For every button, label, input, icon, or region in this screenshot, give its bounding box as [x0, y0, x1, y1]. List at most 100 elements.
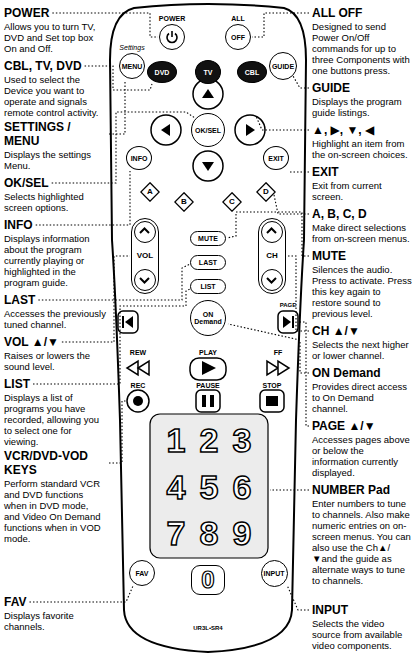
callout-description: Displays information about the program c…: [4, 233, 106, 288]
button-label: CH: [266, 252, 278, 260]
callout-description: Displays the settings Menu.: [4, 149, 106, 171]
button-caption: Settings: [119, 44, 144, 51]
chevron-stroke: [267, 278, 276, 283]
button-ring: MENU: [119, 53, 146, 80]
chevron: [262, 270, 281, 289]
record-key: [127, 390, 149, 412]
callout-description: Provides direct access to On Demand chan…: [312, 381, 412, 414]
arrow-glyph: [202, 89, 214, 98]
leader-line: [287, 585, 309, 610]
last-button: LAST: [190, 255, 226, 270]
button-label: OK/SEL: [195, 127, 221, 134]
callout-heading: GUIDE: [312, 81, 350, 95]
callout-description: Displays favorite channels.: [4, 610, 106, 632]
callout-heading-row: CBL, TV, DVD: [4, 56, 106, 74]
callout: ▲, ▶, ▼, ◀Highlight an item from the on-…: [312, 120, 412, 160]
callout-description: Designed to send Power On/Off commands f…: [312, 21, 412, 76]
number-key: 3: [233, 423, 252, 457]
page-down-key: [278, 311, 298, 333]
pause-glyph: [210, 395, 214, 407]
key-label: STOP: [263, 382, 282, 389]
rocker-key: [261, 269, 283, 291]
rocker-key: [261, 221, 283, 243]
leader-line: [287, 256, 309, 331]
number-key: 7: [167, 516, 186, 550]
button-caption: POWER: [159, 15, 185, 22]
button-label: MENU: [122, 63, 143, 70]
diamond-shape: [257, 183, 275, 201]
callout-heading: LIST: [4, 377, 30, 391]
callout: A, B, C, DMake direct selections from on…: [312, 204, 412, 244]
rocker-key: [134, 269, 156, 291]
fast-forward-key: [278, 361, 289, 375]
callout-description: Used to select the Device you want to op…: [4, 74, 106, 118]
callout-heading-row: INPUT: [312, 600, 412, 618]
callout-heading-row: PAGE ▲/▼: [312, 416, 412, 434]
callout-heading: ON Demand: [312, 366, 381, 380]
callout-heading-row: INFO: [4, 215, 106, 233]
callout: FAVDisplays favorite channels.: [4, 592, 106, 632]
callout-heading-row: MUTE: [312, 246, 412, 264]
exit-button: EXIT: [263, 146, 289, 170]
arrow-glyph: [161, 124, 170, 136]
channel-rocker: CH: [258, 218, 286, 294]
button-label: MUTE: [198, 235, 218, 242]
callout-heading: MUTE: [312, 249, 346, 263]
stop-glyph: [266, 396, 278, 406]
key-label: FF: [274, 349, 283, 356]
callout-heading: VCR/DVD-VOD KEYS: [4, 449, 106, 477]
callout: PAGE ▲/▼Accesses pages above or below th…: [312, 416, 412, 478]
callout: SETTINGS / MENUDisplays the settings Men…: [4, 120, 106, 171]
callout-heading: VOL ▲/▼: [4, 335, 59, 349]
callout-description: Make direct selections from on-screen me…: [312, 222, 412, 244]
button-label: C: [229, 198, 235, 206]
callout-description: Selects the video source from available …: [312, 618, 412, 651]
callout: GUIDEDisplays the program guide listings…: [312, 78, 412, 118]
callout: OK/SELSelects highlighted screen options…: [4, 173, 106, 213]
button-label: CBL: [245, 69, 259, 76]
number-pad-panel: [150, 414, 268, 558]
callout-heading-row: SETTINGS / MENU: [4, 120, 106, 149]
callout-description: Displays the program guide listings.: [312, 96, 412, 118]
callout-heading: LAST: [4, 293, 35, 307]
callout: CH ▲/▼Selects the next higher or lower c…: [312, 321, 412, 361]
leader-line: [109, 401, 126, 463]
callout: LASTAccesses the previously tuned channe…: [4, 290, 106, 330]
rewind-key: [127, 361, 138, 375]
leader-line: [256, 116, 309, 130]
callout-heading: EXIT: [312, 165, 339, 179]
leader-line: [293, 76, 309, 88]
number-key: 8: [200, 516, 219, 550]
callout: LISTDisplays a list of programs you have…: [4, 374, 106, 447]
button-label: OFF: [231, 34, 245, 41]
zero-key: 0: [191, 565, 225, 595]
callout-description: Highlight an item from the on-screen cho…: [312, 138, 412, 160]
callout-heading: INPUT: [312, 603, 348, 617]
button-label: INFO: [131, 155, 148, 162]
ok-select-button: OK/SEL: [191, 113, 225, 147]
letter-button: C: [222, 192, 242, 212]
callout-heading-row: NUMBER Pad: [312, 480, 412, 498]
button-label: LAST: [199, 259, 217, 266]
arrow-glyph: [246, 124, 255, 136]
leader-line: [109, 80, 125, 134]
button-label: B: [181, 198, 187, 206]
callout-description: Enter numbers to tune to channels. Also …: [312, 498, 412, 586]
number-key: 1: [167, 423, 186, 457]
volume-rocker: VOL: [131, 218, 159, 294]
callout-heading-row: VCR/DVD-VOD KEYS: [4, 449, 106, 478]
input-button: INPUT: [261, 560, 288, 587]
leader-line: [273, 190, 309, 214]
callout-heading-row: ▲, ▶, ▼, ◀: [312, 120, 412, 138]
callout-description: Displays a list of programs you have rec…: [4, 392, 106, 447]
pause-glyph: [202, 395, 206, 407]
key-label: UR3L•SR4: [193, 625, 222, 631]
callout-heading: ▲, ▶, ▼, ◀: [312, 123, 374, 137]
callout-heading: PAGE ▲/▼: [312, 419, 376, 433]
power-icon-bar: [171, 31, 173, 37]
chevron-stroke: [140, 229, 149, 234]
button-label: EXIT: [268, 155, 284, 162]
rocker-key: [134, 221, 156, 243]
fast-forward-key: [267, 361, 278, 375]
diamond-shape: [175, 193, 193, 211]
